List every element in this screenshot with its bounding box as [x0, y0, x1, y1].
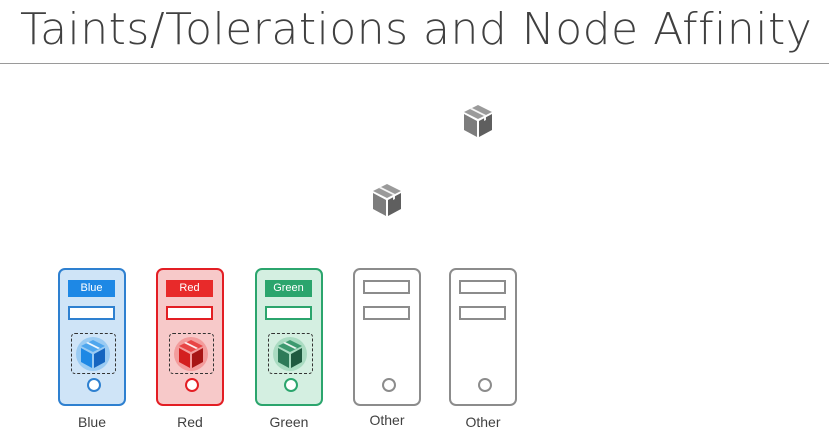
node-other: [449, 268, 517, 406]
power-button-icon: [284, 378, 298, 392]
cube-icon: [76, 337, 110, 371]
pod-slot: [169, 333, 214, 374]
drive-slot: [363, 280, 410, 294]
drive-slot: [166, 306, 213, 320]
drive-slot: [265, 306, 312, 320]
node-label: Blue: [77, 414, 107, 430]
node-tag: Red: [166, 280, 213, 297]
node-label: Other: [465, 414, 501, 430]
drive-slot: [459, 306, 506, 320]
node-blue: Blue: [58, 268, 126, 406]
power-button-icon: [185, 378, 199, 392]
power-button-icon: [478, 378, 492, 392]
slide-title: Taints/Tolerations and Node Affinity: [20, 4, 813, 55]
node-tag: Blue: [68, 280, 115, 297]
pod-cube-icon: [464, 105, 492, 137]
power-button-icon: [382, 378, 396, 392]
drive-slot: [363, 306, 410, 320]
node-red: Red: [156, 268, 224, 406]
cube-icon: [174, 337, 208, 371]
drive-slot: [68, 306, 115, 320]
pod-cube-icon: [373, 184, 401, 216]
node-label: Red: [177, 414, 203, 430]
title-divider: [0, 63, 829, 64]
pod-slot: [71, 333, 116, 374]
pod-slot: [268, 333, 313, 374]
drive-slot: [459, 280, 506, 294]
node-tag: Green: [265, 280, 312, 297]
node-other: [353, 268, 421, 406]
power-button-icon: [87, 378, 101, 392]
node-label: Other: [369, 412, 405, 428]
cube-icon: [273, 337, 307, 371]
node-green: Green: [255, 268, 323, 406]
node-label: Green: [269, 414, 309, 430]
